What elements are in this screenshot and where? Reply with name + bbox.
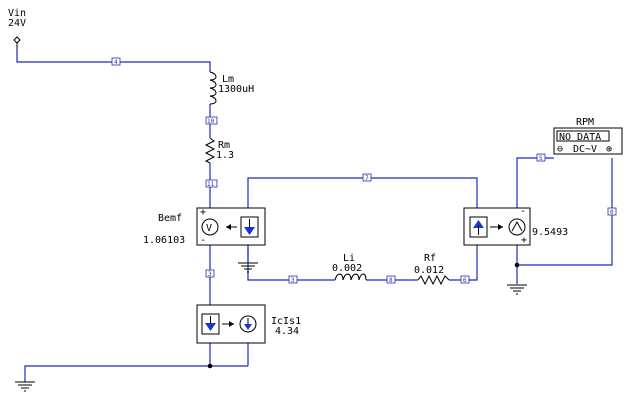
rpm-plus-terminal: ⊕ bbox=[606, 144, 612, 155]
ground-symbol bbox=[507, 284, 527, 295]
icis-name: IcIs1 bbox=[271, 316, 301, 327]
bemf-plus: + bbox=[200, 207, 206, 218]
rpm-name: RPM bbox=[576, 117, 594, 128]
vin-value: 24V bbox=[8, 18, 26, 29]
arrow-down-icon bbox=[205, 323, 216, 331]
svg-text:6: 6 bbox=[463, 277, 467, 284]
rf-name: Rf bbox=[424, 253, 436, 264]
node-label: 3 bbox=[205, 269, 215, 278]
ground-symbol bbox=[238, 262, 258, 273]
arrow-right-icon bbox=[229, 321, 234, 327]
node-label: 6 bbox=[460, 275, 470, 284]
gain-block[interactable]: - + 9.5493 bbox=[463, 206, 568, 246]
ground-symbol bbox=[15, 381, 35, 392]
node-label: 10 bbox=[205, 116, 218, 125]
lm-name: Lm bbox=[222, 74, 234, 85]
rm-value: 1.3 bbox=[216, 150, 234, 161]
rm-name: Rm bbox=[218, 140, 230, 151]
svg-text:5: 5 bbox=[539, 155, 543, 162]
bemf-minus: - bbox=[200, 235, 206, 246]
bemf-block[interactable]: V + - Bemf 1.06103 bbox=[143, 207, 266, 246]
svg-text:0: 0 bbox=[610, 209, 614, 216]
bemf-value: 1.06103 bbox=[143, 235, 185, 246]
svg-text:4: 4 bbox=[114, 59, 118, 66]
lm-value: 1300uH bbox=[218, 84, 254, 95]
li-value: 0.002 bbox=[332, 263, 362, 274]
rpm-display: NO DATA bbox=[559, 132, 601, 143]
junction-dot bbox=[207, 363, 213, 369]
current-source-arrow-icon bbox=[244, 324, 252, 330]
node-label: 11 bbox=[205, 179, 218, 188]
resistor-rm[interactable]: Rm 1.3 bbox=[204, 137, 234, 164]
node-label: 7 bbox=[362, 173, 372, 182]
vin-name: Vin bbox=[8, 8, 26, 19]
junction-dot bbox=[514, 262, 520, 268]
icis1-block[interactable]: IcIs1 4.34 bbox=[196, 304, 301, 344]
arrow-left-icon bbox=[226, 224, 231, 230]
rpm-minus-terminal: ⊖ bbox=[557, 144, 563, 155]
svg-text:10: 10 bbox=[207, 118, 215, 125]
rpm-meter[interactable]: RPM NO DATA ⊖ DC~V ⊕ bbox=[553, 117, 623, 155]
resistor-rf[interactable]: Rf 0.012 bbox=[414, 253, 450, 286]
gain-minus: - bbox=[520, 206, 526, 217]
rf-value: 0.012 bbox=[414, 265, 444, 276]
rpm-mode: DC~V bbox=[573, 144, 597, 155]
vin-source[interactable]: Vin 24V bbox=[8, 8, 26, 50]
arrow-down-icon bbox=[244, 227, 255, 235]
svg-text:7: 7 bbox=[365, 175, 369, 182]
node-label: 5 bbox=[536, 153, 546, 162]
node-label: 4 bbox=[111, 57, 121, 66]
svg-text:3: 3 bbox=[291, 277, 295, 284]
arrow-up-icon bbox=[473, 220, 484, 228]
svg-text:3: 3 bbox=[208, 271, 212, 278]
node-label: 8 bbox=[386, 275, 396, 284]
li-name: Li bbox=[343, 253, 355, 264]
voltage-glyph: V bbox=[206, 223, 212, 234]
gain-value: 9.5493 bbox=[532, 227, 568, 238]
inductor-li[interactable]: Li 0.002 bbox=[332, 253, 367, 281]
node-label: 3 bbox=[288, 275, 298, 284]
bemf-name: Bemf bbox=[158, 213, 182, 224]
svg-text:11: 11 bbox=[207, 181, 215, 188]
node-label: 0 bbox=[607, 207, 617, 216]
node-labels: 4 10 11 7 3 3 8 6 5 0 bbox=[111, 57, 617, 284]
icis-value: 4.34 bbox=[275, 326, 299, 337]
svg-text:8: 8 bbox=[389, 277, 393, 284]
inductor-lm[interactable]: Lm 1300uH bbox=[209, 71, 254, 105]
gain-plus: + bbox=[521, 235, 527, 246]
arrow-right-icon bbox=[498, 224, 503, 230]
